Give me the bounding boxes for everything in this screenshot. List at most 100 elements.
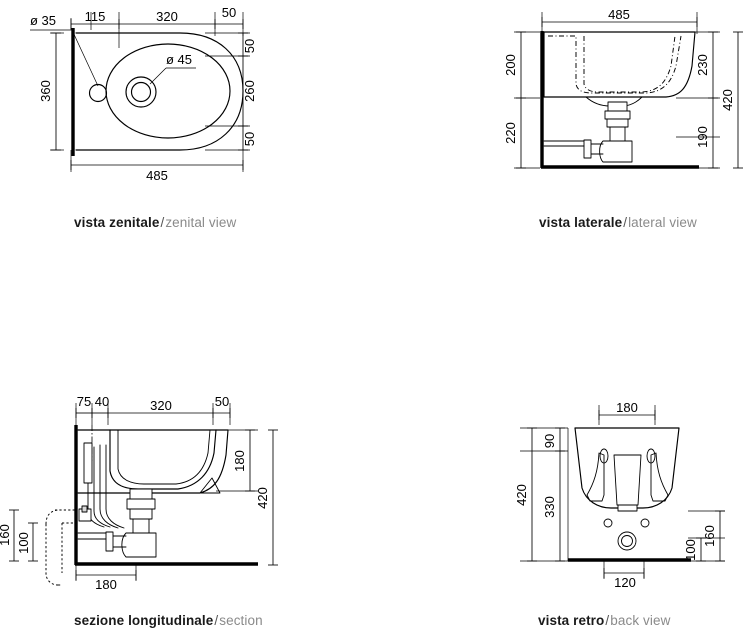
section-rim-wedge xyxy=(199,477,221,494)
back-body-outline xyxy=(574,427,680,509)
section-dim-160: 160 xyxy=(0,524,12,546)
back-mount-slot-right xyxy=(646,448,656,464)
section-supply-tubes xyxy=(87,444,125,529)
lateral-total-dimension xyxy=(733,31,743,169)
zenital-top-dimension-chain xyxy=(70,19,244,29)
lateral-siphon-body xyxy=(599,140,633,163)
view-back: 180 90 330 420 xyxy=(480,383,750,628)
lateral-extension-lines xyxy=(514,12,720,169)
caption-lateral: vista laterale/lateral view xyxy=(539,215,697,230)
section-bowl-profile xyxy=(109,429,217,490)
section-dim-420: 420 xyxy=(255,487,270,509)
section-dim-180-depth: 180 xyxy=(232,450,247,472)
lateral-left-dimension-chain xyxy=(516,31,526,169)
lateral-drain-nut-1 xyxy=(604,110,631,120)
caption-zenital-sep: / xyxy=(160,215,165,230)
section-inlet-block xyxy=(83,442,93,484)
zenital-dim-dia-35: ø 35 xyxy=(30,13,56,28)
back-supply-hole-left xyxy=(603,518,613,528)
section-supply-dimensions xyxy=(9,509,38,562)
back-drain-inner-ring xyxy=(621,535,633,547)
back-inner-profile xyxy=(586,452,605,502)
lateral-right-dimension-chain xyxy=(708,31,718,169)
section-bottom-dimension xyxy=(75,570,137,580)
zenital-dim-320: 320 xyxy=(156,9,178,24)
back-dim-420: 420 xyxy=(514,484,529,506)
zenital-dim-360: 360 xyxy=(38,80,53,102)
zenital-leader-45 xyxy=(149,67,196,85)
section-dim-180-base: 180 xyxy=(95,577,117,592)
caption-back-en: back view xyxy=(610,613,671,628)
section-drain-pipe xyxy=(132,518,150,534)
zenital-bottom-dimension xyxy=(70,160,244,170)
back-dim-100: 100 xyxy=(683,539,698,561)
lateral-supply-pipe xyxy=(543,140,585,147)
caption-back: vista retro/back view xyxy=(538,613,670,628)
lateral-dim-420: 420 xyxy=(720,89,735,111)
back-drain-outer-ring xyxy=(617,531,637,551)
zenital-leader-35 xyxy=(30,29,99,87)
section-supply-routing-dotted xyxy=(45,509,75,586)
back-top-dimension xyxy=(598,410,656,420)
lateral-siphon-nut xyxy=(583,139,592,159)
zenital-dim-485: 485 xyxy=(146,168,168,183)
back-inner-profile-right xyxy=(650,452,669,502)
back-bottom-dimension xyxy=(603,568,645,578)
back-supply-hole-right xyxy=(640,518,650,528)
zenital-drain-inner-ring xyxy=(130,81,152,103)
zenital-dim-50-top: 50 xyxy=(222,5,236,20)
lateral-siphon-inlet xyxy=(589,143,604,155)
caption-section-sep: / xyxy=(214,613,219,628)
lateral-drain-pipe xyxy=(609,126,626,142)
section-dim-40: 40 xyxy=(95,394,109,409)
caption-section: sezione longitudinale/section xyxy=(74,613,263,628)
back-right-dimension-chain xyxy=(696,510,725,562)
lateral-top-dimension xyxy=(541,17,698,27)
view-lateral: 485 200 220 230 190 xyxy=(470,0,750,230)
section-dim-100: 100 xyxy=(16,532,31,554)
zenital-dim-115: 115 xyxy=(85,9,106,24)
section-valve-stem xyxy=(81,505,88,513)
lateral-drain-collar xyxy=(607,101,628,112)
section-bowl-profile-inner xyxy=(117,429,211,485)
section-siphon-inlet xyxy=(111,535,127,548)
lateral-interior-bowl-hidden xyxy=(548,35,682,94)
zenital-dim-50-right-top: 50 xyxy=(242,39,257,53)
lateral-dim-220: 220 xyxy=(503,122,518,144)
zenital-dim-dia-45: ø 45 xyxy=(166,52,192,67)
section-drain-collar xyxy=(129,488,153,500)
caption-lateral-sep: / xyxy=(623,215,628,230)
caption-back-it: vista retro xyxy=(538,613,605,628)
back-central-rib xyxy=(613,454,642,506)
section-waste-pipe xyxy=(77,532,107,540)
back-dim-330: 330 xyxy=(542,496,557,518)
back-total-dimension xyxy=(527,427,537,562)
caption-zenital-en: zenital view xyxy=(165,215,237,230)
view-zenital: 115 320 50 485 360 xyxy=(0,0,300,230)
section-siphon-nut xyxy=(105,531,114,552)
section-right-420-dimension xyxy=(268,429,278,566)
section-top-dimension-chain xyxy=(75,408,231,418)
caption-lateral-it: vista laterale xyxy=(539,215,623,230)
section-drawing: 75 40 320 50 180 420 xyxy=(0,394,278,592)
lateral-drawing: 485 200 220 230 190 xyxy=(503,7,743,169)
back-left-dimension-chain xyxy=(555,427,565,562)
lateral-interior-bowl-hidden-2 xyxy=(583,35,676,93)
lateral-body-outline xyxy=(543,31,696,98)
caption-zenital: vista zenitale/zenital view xyxy=(74,215,236,230)
lateral-drain-nut-2 xyxy=(606,118,629,128)
section-drain-nut-1 xyxy=(126,498,156,510)
zenital-dim-260: 260 xyxy=(242,80,257,102)
lateral-dim-190: 190 xyxy=(695,126,710,148)
lateral-dim-485: 485 xyxy=(608,7,630,22)
back-drawing: 180 90 330 420 xyxy=(514,400,725,590)
back-dim-120: 120 xyxy=(614,575,636,590)
caption-lateral-en: lateral view xyxy=(628,215,697,230)
caption-zenital-it: vista zenitale xyxy=(74,215,160,230)
zenital-drawing: 115 320 50 485 360 xyxy=(30,5,257,183)
caption-section-en: section xyxy=(219,613,263,628)
back-mount-slot-left xyxy=(599,448,609,464)
zenital-drain-outer-ring xyxy=(125,76,157,108)
section-dim-50: 50 xyxy=(215,394,229,409)
